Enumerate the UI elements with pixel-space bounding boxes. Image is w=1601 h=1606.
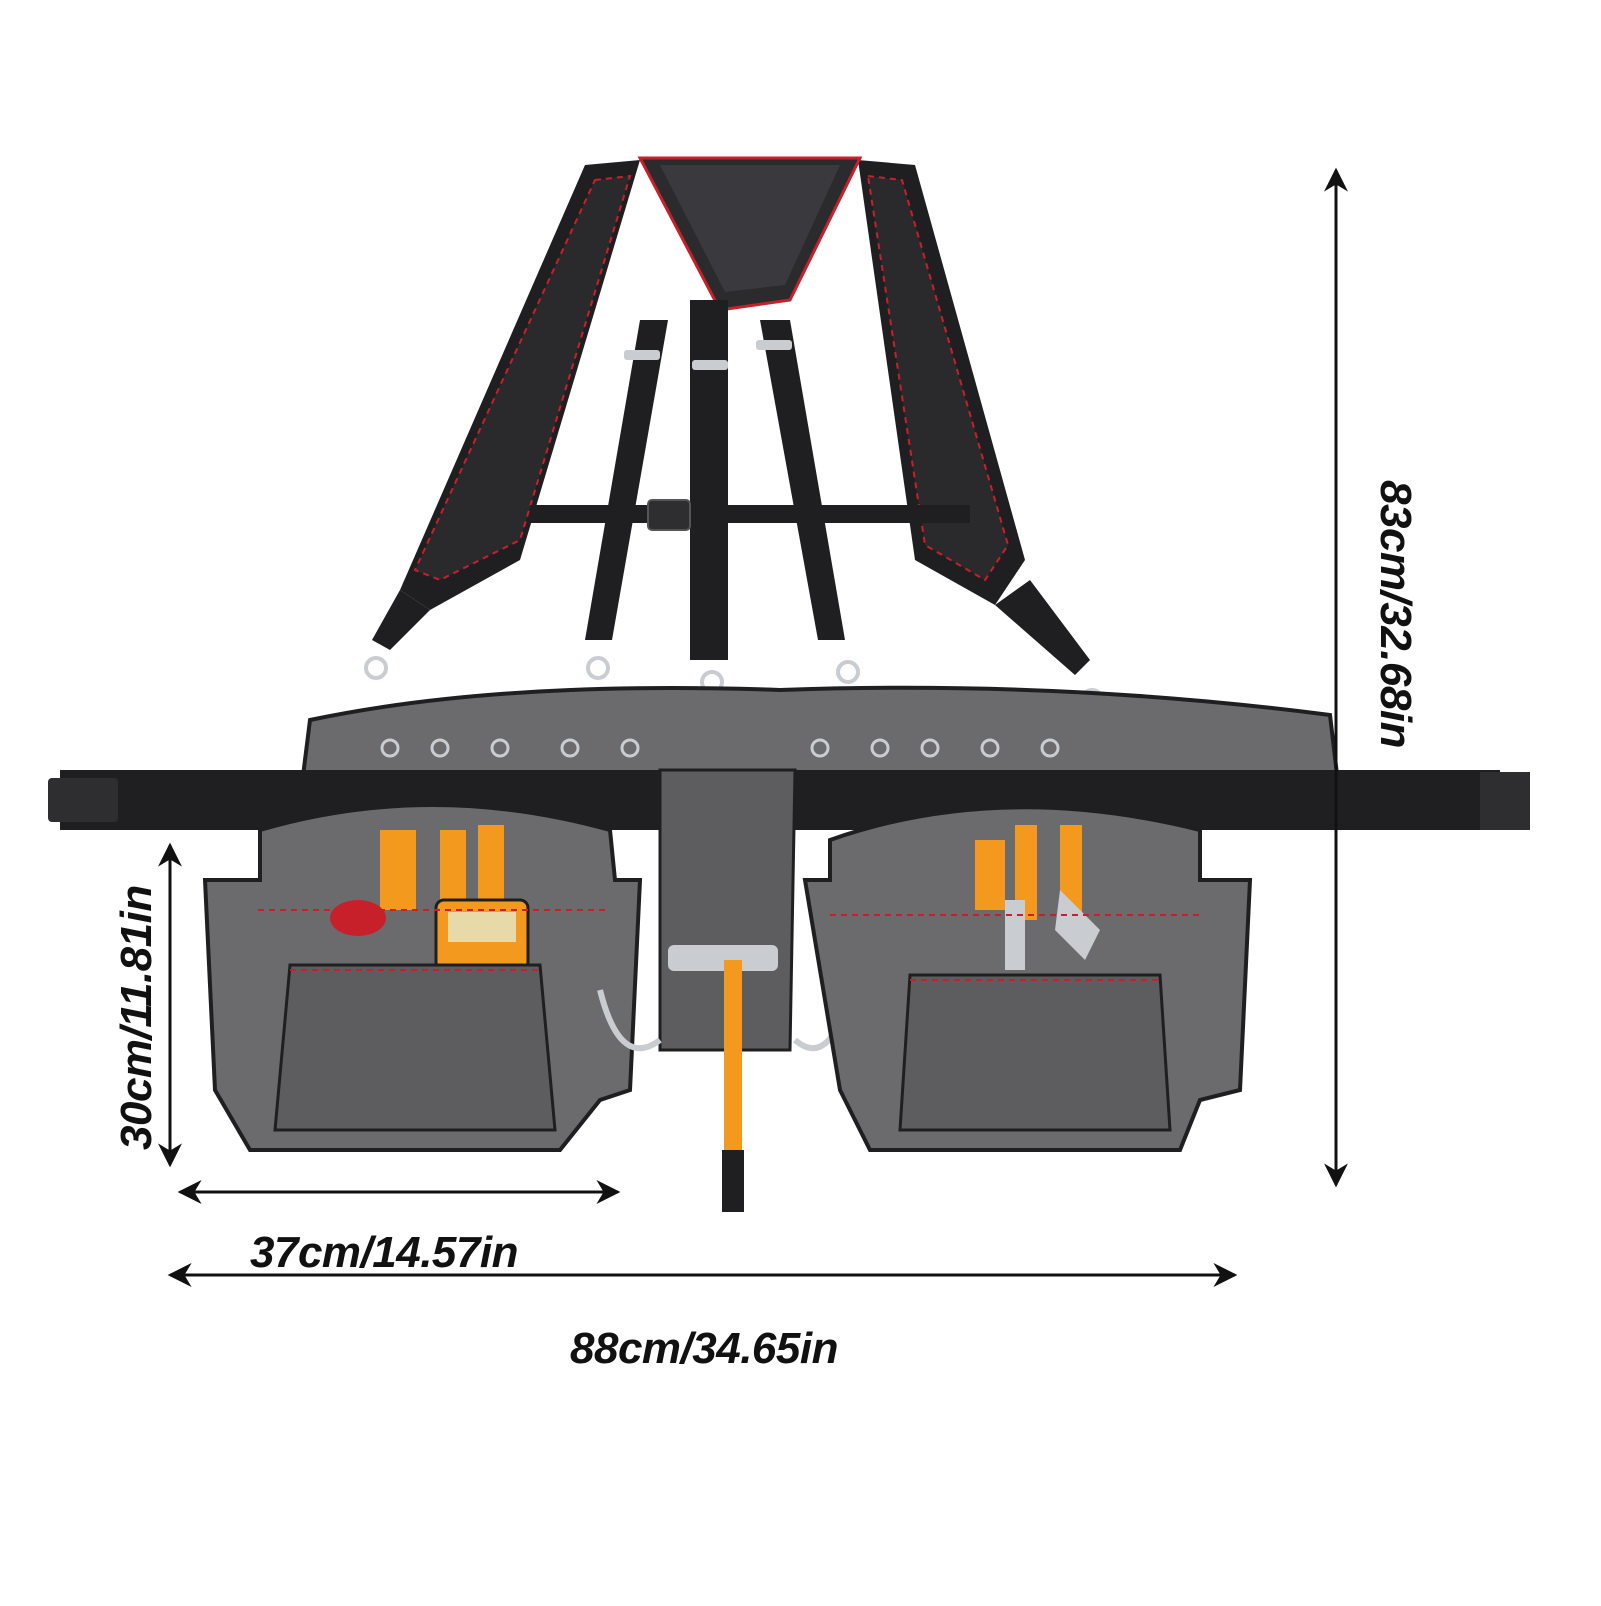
right-tool-pouch: [802, 805, 1253, 1152]
hammer-holder: [597, 768, 853, 1212]
dimension-lines: [158, 167, 1348, 1287]
pocket-height-label: 30cm/11.81in: [112, 885, 161, 1150]
total-width-label: 88cm/34.65in: [570, 1324, 838, 1373]
suspender-harness: [364, 156, 1104, 712]
left-tool-pouch: [202, 803, 643, 1152]
total-height-label: 83cm/32.68in: [1371, 480, 1420, 748]
pocket-width-label: 37cm/14.57in: [250, 1228, 518, 1277]
